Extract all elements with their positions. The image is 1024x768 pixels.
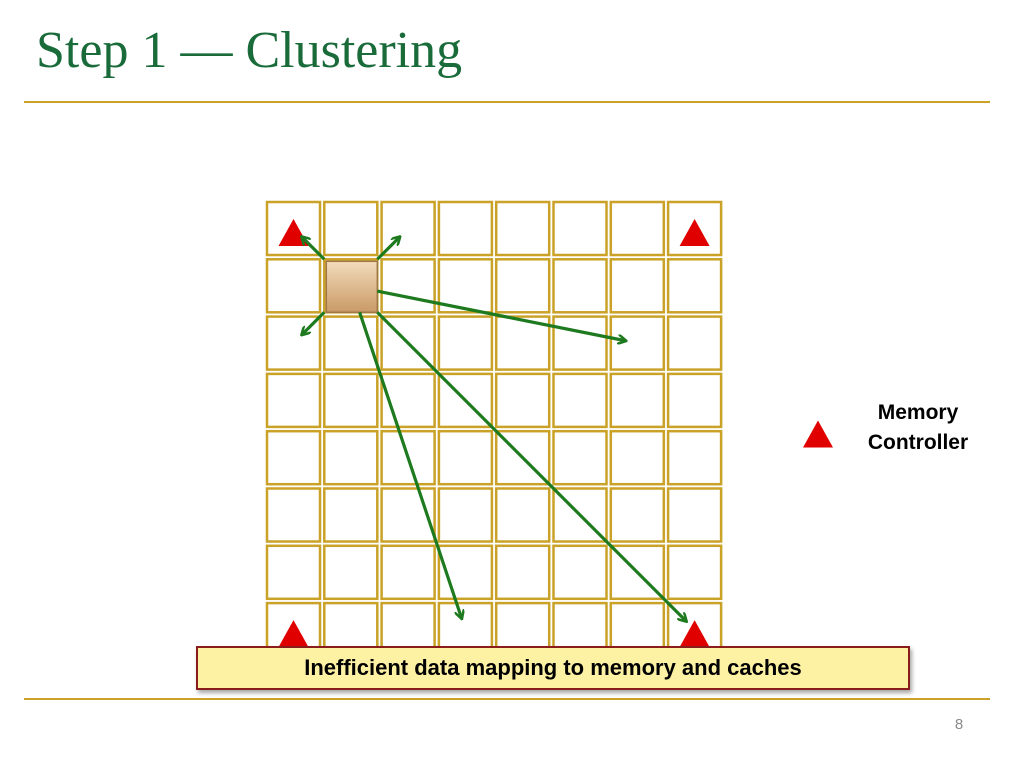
grid-cell [666,372,723,429]
grid-cell [552,200,608,257]
grid-cell [494,372,551,429]
grid-cell [323,429,379,486]
grid-cell [265,544,322,601]
grid-cell [666,429,723,486]
memory-controller-icon [679,219,710,246]
source-tile-layer [325,260,379,314]
grid-cell [437,487,494,543]
legend-memory-controller-icon [803,420,833,448]
grid-cell [380,372,436,429]
grid-cell [380,544,436,601]
grid-cell [265,429,322,486]
grid-cell [609,487,666,543]
title-divider [24,101,990,103]
legend [803,420,833,448]
grid-cell [265,372,322,429]
grid-cell [265,487,322,543]
data-mapping-arrows [302,237,686,621]
grid-cell [437,258,494,314]
legend-label: Memory Controller [848,398,988,458]
grid-cell [552,429,608,486]
mapping-arrow [302,311,326,334]
grid-cell [552,544,608,601]
grid-cell [437,200,494,257]
mapping-arrow [302,237,326,261]
grid-cell [494,544,551,601]
grid-cell [609,258,666,314]
memory-controller-icon [679,620,710,648]
grid-cell [494,258,551,314]
footer-divider [24,698,990,700]
grid-cell [265,258,322,314]
memory-controller-icon [278,620,309,648]
grid-cell [666,487,723,543]
grid-cell [437,315,494,371]
grid-cell [323,200,379,257]
mapping-arrow [376,311,686,621]
grid-cell [494,315,551,371]
grid-cell [609,315,666,371]
grid-cell [666,544,723,601]
grid-cell [494,200,551,257]
grid-cell [437,429,494,486]
grid-cell [323,544,379,601]
legend-label-line1: Memory [877,401,959,424]
mapping-arrow [376,289,625,341]
grid-cell [666,315,723,371]
slide-title: Step 1 — Clustering [36,22,463,79]
grid-cell [666,200,723,257]
grid-cell [323,487,379,543]
grid-cell [380,258,436,314]
mapping-arrow [358,311,462,618]
inefficiency-callout: Inefficient data mapping to memory and c… [196,646,910,690]
legend-label-line2: Controller [867,431,969,454]
grid-cell [323,372,379,429]
page-number: 8 [954,716,964,733]
grid-cell [666,258,723,314]
source-tile [325,260,379,314]
grid-cell [609,200,666,257]
grid-cell [494,487,551,543]
grid-cell [552,372,608,429]
grid-cell [609,429,666,486]
grid-cell [552,315,608,371]
grid-cell [552,258,608,314]
grid-cell [609,372,666,429]
mapping-arrow [376,237,399,261]
